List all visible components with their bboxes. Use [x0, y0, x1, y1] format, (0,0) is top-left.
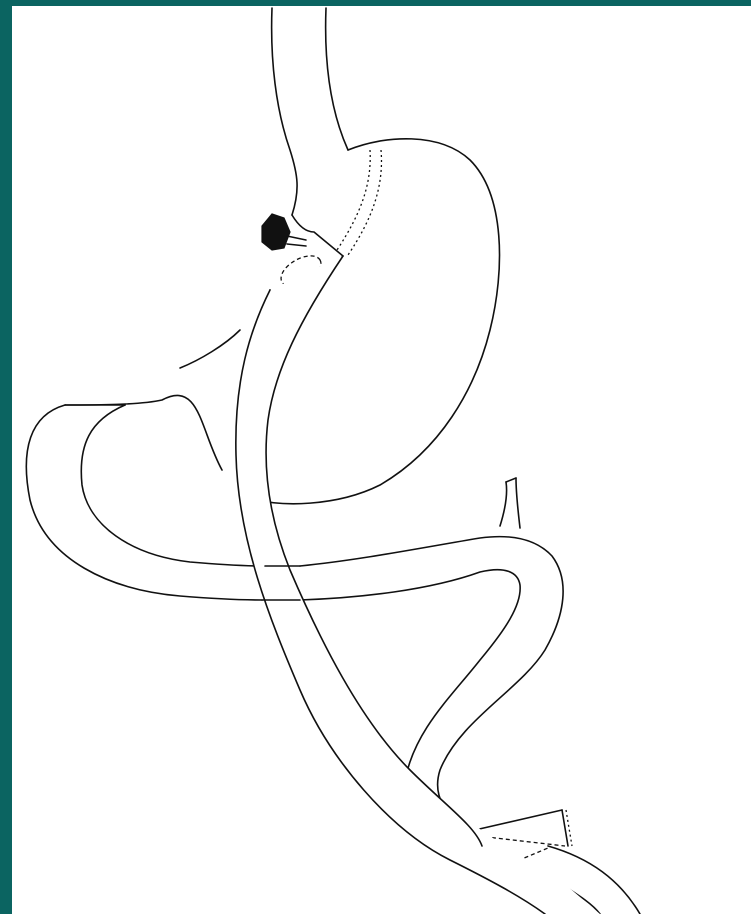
- esophagus-icon: [272, 8, 348, 215]
- staple-line-icon: [337, 150, 381, 255]
- illustration-canvas: [12, 6, 751, 914]
- mesentery-fold-icon: [500, 478, 520, 528]
- roux-limb-icon: [236, 256, 600, 914]
- adjustable-band-port-icon: [262, 214, 306, 250]
- gastric-bypass-diagram: [12, 6, 751, 914]
- duodenum-loop-icon: [26, 405, 265, 600]
